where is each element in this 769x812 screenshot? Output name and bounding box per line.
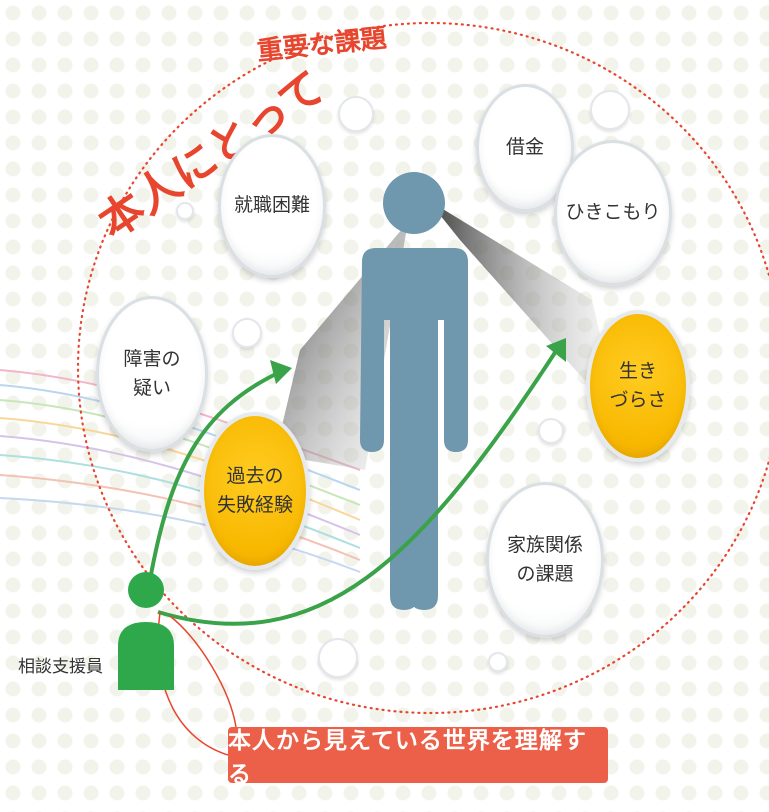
arrow-to-ikizurasa	[157, 346, 560, 626]
right-view-beam	[428, 200, 620, 420]
supporter-label: 相談支援員	[18, 657, 103, 677]
arrow-to-past-failure	[148, 370, 281, 581]
bubble-kako-shippai: 過去の 失敗経験	[200, 412, 310, 570]
bubble-ikizurasa: 生き づらさ	[586, 310, 690, 462]
bubble-hikikomori: ひきこもり	[554, 140, 672, 286]
decor-dot	[176, 202, 194, 220]
decor-dot	[232, 318, 262, 348]
decor-dot	[488, 652, 508, 672]
bubble-shuushoku-konnan: 就職困難	[218, 134, 326, 278]
understanding-banner: 本人から見えている世界を理解する	[228, 727, 608, 788]
important-issues-ellipse	[77, 22, 769, 714]
decor-dot	[590, 90, 630, 130]
decor-dot	[318, 638, 358, 678]
bubble-kazoku-kankei: 家族関係 の課題	[486, 482, 604, 638]
arrowheads	[270, 338, 566, 384]
supporter-person-icon	[118, 572, 174, 690]
bubble-shougai-utagai: 障害の 疑い	[96, 296, 208, 452]
person-figure-icon	[360, 172, 468, 610]
decor-dot	[538, 418, 564, 444]
arrows	[148, 346, 560, 626]
decor-dot	[338, 96, 374, 132]
